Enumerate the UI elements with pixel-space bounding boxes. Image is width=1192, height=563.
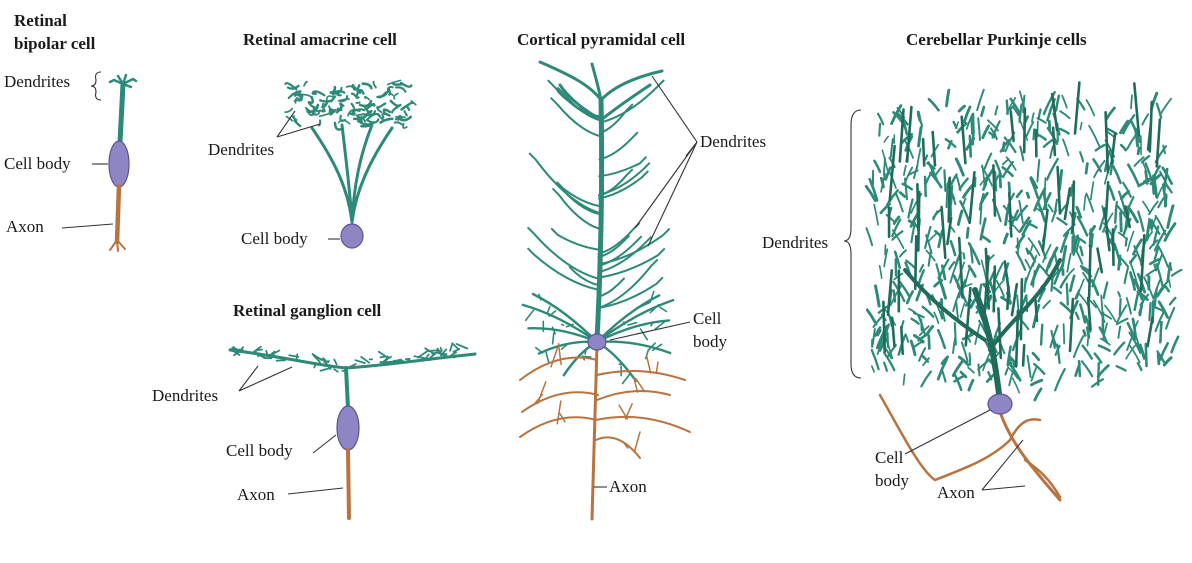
amacrine-title: Retinal amacrine cell <box>243 30 397 49</box>
pyramidal-dendrites-label: Dendrites <box>700 132 766 151</box>
ganglion-title: Retinal ganglion cell <box>233 301 382 320</box>
ganglion-axon <box>346 448 351 520</box>
amacrine-cell: Retinal amacrine cell Dendrites Cell bod… <box>208 30 417 249</box>
purkinje-soma <box>987 393 1013 415</box>
purkinje-axon-label: Axon <box>937 483 975 502</box>
amacrine-dendrites <box>284 79 417 224</box>
bipolar-axon-label: Axon <box>6 217 44 236</box>
pyramidal-axon <box>519 342 691 521</box>
purkinje-axon <box>878 393 1062 502</box>
pyramidal-cell-label-line1: Cell <box>693 309 722 328</box>
ganglion-dendrites-label: Dendrites <box>152 386 218 405</box>
pyramidal-axon-label: Axon <box>609 477 647 496</box>
amacrine-soma <box>340 223 364 249</box>
purkinje-cell-label-line2: body <box>875 471 910 490</box>
pyramidal-cell-label-line2: body <box>693 332 728 351</box>
ganglion-cell: Retinal ganglion cell Dendrites Cell bod… <box>152 301 477 520</box>
purkinje-dendrites <box>864 81 1183 405</box>
bipolar-axon <box>114 183 122 245</box>
bipolar-title-line1: Retinal <box>14 11 67 30</box>
pyramidal-cell: Cortical pyramidal cell Dendrites Cell b… <box>517 30 766 521</box>
bipolar-dendrites <box>108 73 138 145</box>
ganglion-cell-body-label: Cell body <box>226 441 293 460</box>
bipolar-dendrites-label: Dendrites <box>4 72 70 91</box>
amacrine-cell-body-label: Cell body <box>241 229 308 248</box>
pyramidal-soma <box>587 333 607 351</box>
pyramidal-title: Cortical pyramidal cell <box>517 30 685 49</box>
bipolar-cell: Retinal bipolar cell Dendrites Cell body… <box>4 11 138 252</box>
amacrine-dendrites-label: Dendrites <box>208 140 274 159</box>
purkinje-dendrites-label: Dendrites <box>762 233 828 252</box>
bipolar-cell-body-label: Cell body <box>4 154 71 173</box>
ganglion-soma <box>336 405 360 451</box>
bipolar-dendrites-brace <box>90 71 102 101</box>
purkinje-cell: Cerebellar Purkinje cells Dendrites Cell… <box>762 30 1183 502</box>
ganglion-dendrites <box>228 342 477 410</box>
purkinje-title: Cerebellar Purkinje cells <box>906 30 1087 49</box>
purkinje-dendrites-brace <box>843 109 862 379</box>
bipolar-title-line2: bipolar cell <box>14 34 96 53</box>
purkinje-cell-label-line1: Cell <box>875 448 904 467</box>
ganglion-axon-label: Axon <box>237 485 275 504</box>
bipolar-soma <box>108 140 130 188</box>
